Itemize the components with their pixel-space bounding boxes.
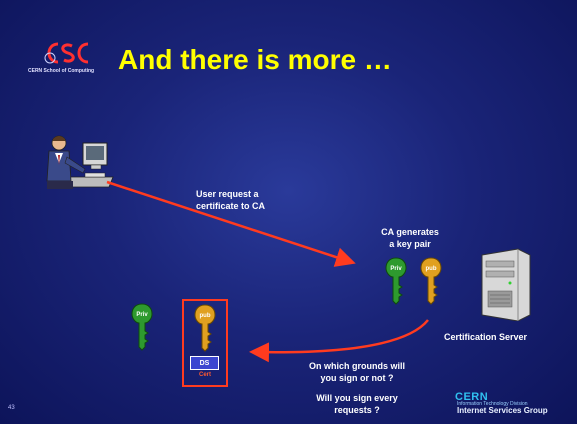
cern-division: Information Technology Division (457, 401, 528, 407)
cert-pub-key-icon: pub (194, 304, 216, 352)
question2-line-1: Will you sign every (316, 393, 398, 403)
cern-logo: CERN (455, 391, 489, 403)
ca-generates-label: CA generates a key pair (368, 226, 452, 250)
question-line-2: you sign or not ? (320, 373, 394, 383)
certificate-box (182, 299, 228, 387)
cert-label: Cert (198, 372, 211, 378)
question-line-1: On which grounds will (309, 361, 405, 371)
user-computer-icon (46, 135, 114, 189)
cern-footer: CERN Information Technology Division Int… (455, 391, 575, 421)
user-request-line-1: User request a (196, 189, 259, 199)
question2-line-2: requests ? (334, 405, 380, 415)
question2-label: Will you sign every requests ? (300, 392, 414, 416)
ca-generates-line-2: a key pair (389, 239, 431, 249)
csc-logo: CERN School of Computing (28, 38, 98, 90)
user-priv-key-label: Priv (136, 312, 148, 318)
logo-text: CERN School of Computing (28, 68, 95, 74)
cern-group: Internet Services Group (457, 406, 548, 415)
csc-logo-mark-icon (44, 42, 89, 64)
page-number: 43 (8, 405, 15, 411)
ca-generates-line-1: CA generates (381, 227, 439, 237)
ca-priv-key-icon: Priv (385, 257, 407, 305)
user-request-line-2: certificate to CA (196, 201, 266, 211)
cert-pub-key-label: pub (200, 313, 211, 319)
ca-pub-key-label: pub (426, 266, 437, 272)
ca-pub-key-icon: pub (420, 257, 442, 305)
question-label: On which grounds will you sign or not ? (290, 360, 424, 384)
user-request-label: User request a certificate to CA (196, 188, 265, 212)
server-icon (481, 248, 531, 321)
ca-priv-key-label: Priv (390, 266, 402, 272)
server-label: Certification Server (444, 332, 528, 342)
user-priv-key-icon: Priv (131, 303, 153, 351)
digital-signature-box: DS (190, 356, 219, 370)
slide-title: And there is more … (118, 44, 392, 75)
